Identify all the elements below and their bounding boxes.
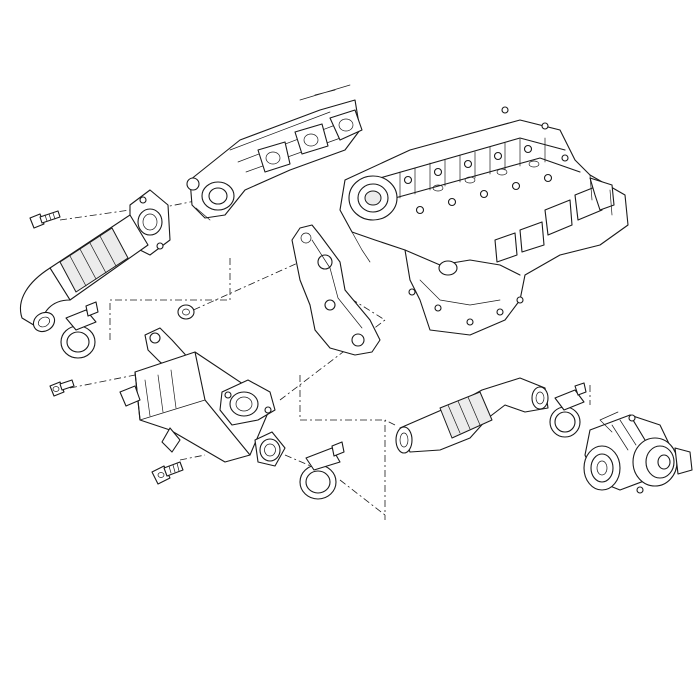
exhaust-manifold	[186, 84, 363, 221]
egr-outlet-pipe	[395, 377, 549, 454]
bolt-bottom-left	[151, 461, 184, 485]
egr-cooler	[119, 327, 286, 467]
mounting-bracket	[291, 224, 381, 356]
bolt-middle-left	[49, 379, 75, 397]
bolt-top-left	[29, 210, 61, 229]
egr-inlet-pipe	[20, 189, 171, 333]
washer	[177, 304, 195, 320]
hose-clamp-bottom	[299, 441, 345, 500]
engine-cylinder-head	[339, 106, 629, 336]
egr-valve	[583, 411, 693, 494]
hose-clamp-left	[60, 301, 99, 359]
hose-clamp-right-1	[549, 382, 587, 438]
